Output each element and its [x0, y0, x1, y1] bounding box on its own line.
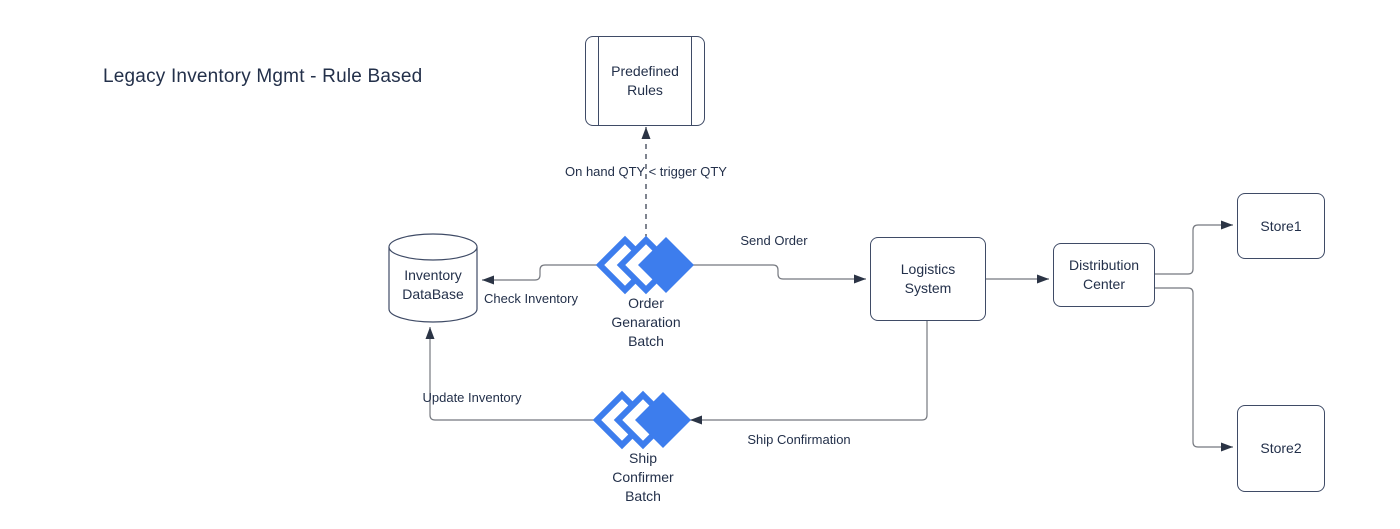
- node-inventory-database-label: Inventory DataBase: [402, 267, 464, 302]
- node-ship-confirmer-batch[interactable]: Ship Confirmer Batch: [592, 388, 691, 504]
- diagram-title: Legacy Inventory Mgmt - Rule Based: [103, 66, 423, 87]
- node-store1[interactable]: Store1: [1237, 193, 1325, 259]
- node-store1-label: Store1: [1260, 217, 1302, 234]
- batch-job-icon: [592, 390, 691, 450]
- node-order-generation-batch-label: Order Genaration Batch: [611, 295, 681, 349]
- node-predefined-rules[interactable]: Predefined Rules: [585, 36, 705, 126]
- database-cylinder-icon: [388, 233, 478, 323]
- edge-dc-to-store2-line: [1153, 287, 1233, 452]
- edge-send-order-label: Send Order: [740, 233, 808, 248]
- predefined-process-stripe-left: [598, 37, 599, 125]
- edge-update-inventory-line: [425, 327, 596, 421]
- edge-rule-check-label: On hand QTY < trigger QTY: [565, 164, 727, 179]
- node-store2-label: Store2: [1260, 440, 1302, 456]
- edge-send-order-line: [693, 264, 866, 284]
- node-distribution-center-label: Distribution Center: [1068, 257, 1140, 292]
- edge-ship-confirmation-label: Ship Confirmation: [747, 432, 851, 447]
- edge-check-inventory-label: Check Inventory: [484, 291, 578, 306]
- edge-ship-confirmation-line: [690, 319, 928, 425]
- node-ship-confirmer-batch-label: Ship Confirmer Batch: [612, 450, 674, 504]
- node-predefined-rules-label: Predefined Rules: [611, 63, 679, 98]
- edge-update-inventory-label: Update Inventory: [422, 390, 522, 405]
- edge-dc-to-store1-line: [1153, 220, 1233, 275]
- node-order-generation-batch[interactable]: Order Genaration Batch: [595, 233, 694, 349]
- node-distribution-center[interactable]: Distribution Center: [1053, 243, 1155, 307]
- node-logistics-system-label: Logistics System: [900, 261, 956, 296]
- node-inventory-database[interactable]: Inventory DataBase: [388, 233, 478, 323]
- predefined-process-stripe-right: [691, 37, 692, 125]
- node-store2[interactable]: Store2: [1237, 405, 1325, 492]
- edge-check-inventory-line: [482, 264, 598, 285]
- node-logistics-system[interactable]: Logistics System: [870, 237, 986, 321]
- batch-job-icon: [595, 235, 694, 295]
